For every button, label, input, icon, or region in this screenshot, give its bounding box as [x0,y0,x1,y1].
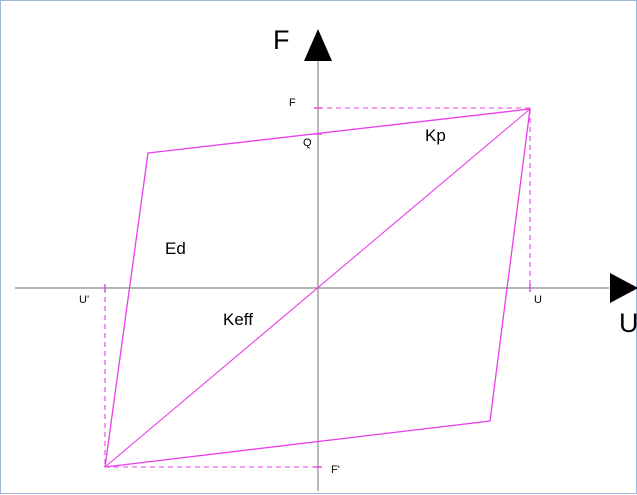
max-displacement-label: U [534,294,542,306]
u-axis-arrow-icon [610,273,637,303]
min-force-label: F' [331,464,340,476]
min-displacement-label: U' [79,294,89,306]
hysteresis-loop [104,108,531,468]
u-axis-label: U [619,308,637,338]
energy-dissipated-label: Ed [165,239,186,258]
f-axis-arrow-icon [304,29,332,61]
effective-stiffness-line [104,108,531,468]
characteristic-strength-label: Q [303,137,312,149]
post-yield-stiffness-label: Kp [425,126,446,145]
max-force-label: F [289,97,296,109]
effective-stiffness-label: Keff [223,310,253,329]
f-axis-label: F [273,25,290,55]
